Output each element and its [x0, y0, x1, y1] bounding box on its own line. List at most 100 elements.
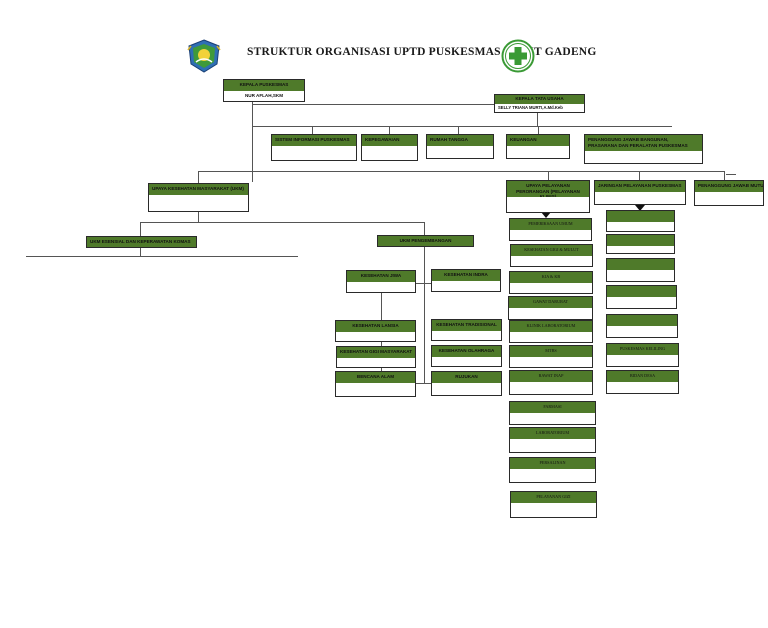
ukp-unit-box: MTBS: [509, 345, 593, 368]
regional-emblem-icon: [187, 39, 221, 73]
ukp-unit-label: MTBS: [510, 346, 592, 357]
jaringan-unit-label: [607, 211, 674, 222]
ukp-unit-label: GAWAT DARURAT: [509, 297, 592, 308]
kepala-puskesmas-box: KEPALA PUSKESMAS NUR AFLAH,SKM: [223, 79, 305, 102]
connector-line: [424, 247, 425, 383]
jaringan-unit-box: [606, 234, 675, 254]
connector-line: [140, 248, 141, 256]
connector-line: [252, 104, 497, 105]
ukp-unit-label: PELAYANAN GIZI: [511, 492, 596, 503]
jaringan-unit-box: [606, 258, 675, 282]
connector-line: [458, 126, 459, 134]
connector-line: [724, 171, 725, 180]
ukp-unit-label: LABORATORIUM: [510, 428, 595, 439]
tu-unit-box: KEUANGAN: [506, 134, 570, 159]
ukp-unit-box: PELAYANAN GIZI: [510, 491, 597, 518]
pengembangan-unit-box: KESEHATAN JIWA: [346, 270, 416, 293]
pengembangan-unit-box: KESEHATAN OLAHRAGA: [431, 345, 502, 367]
ukp-unit-box: GAWAT DARURAT: [508, 296, 593, 320]
connector-line: [198, 171, 199, 183]
pengembangan-unit-label: KESEHATAN GIGI MASYARAKAT: [337, 347, 415, 358]
connector-line: [726, 174, 736, 175]
page-title: STRUKTUR ORGANISASI UPTD PUSKESMAS BUKIT…: [247, 46, 597, 58]
ukp-unit-box: KIA & KB: [509, 271, 593, 294]
ukm-box: UPAYA KESEHATAN MASYARAKAT (UKM): [148, 183, 249, 212]
mutu-box: PENANGGUNG JAWAB MUTU: [694, 180, 764, 206]
ukm-label: UPAYA KESEHATAN MASYARAKAT (UKM): [149, 184, 248, 195]
tu-unit-box: KEPEGAWAIAN: [361, 134, 418, 161]
jaringan-label: JARINGAN PELAYANAN PUSKESMAS: [595, 181, 685, 192]
ukp-unit-box: FARMASI: [509, 401, 596, 425]
ukm-pengembangan-label: UKM PENGEMBANGAN: [378, 236, 473, 246]
pengembangan-unit-box: KESEHATAN GIGI MASYARAKAT: [336, 346, 416, 368]
ukp-unit-box: PEMERIKSAAN UMUM: [509, 218, 592, 241]
tata-usaha-box: KEPALA TATA USAHA SELLY TRIANA MURTI,A.M…: [494, 94, 585, 113]
arrow-down-icon: [541, 212, 551, 218]
pengembangan-unit-box: KESEHATAN INDRA: [431, 269, 501, 292]
ukp-unit-box: KLINIK LABORATORIUM: [509, 320, 593, 343]
connector-line: [252, 126, 672, 127]
tu-unit-box: RUMAH TANGGA: [426, 134, 494, 159]
ukp-unit-label: KESEHATAN GIGI & MULUT: [511, 245, 592, 256]
ukm-pengembangan-box: UKM PENGEMBANGAN: [377, 235, 474, 247]
tu-unit-box: PENANGGUNG JAWAB BANGUNAN, PRASARANA DAN…: [584, 134, 703, 164]
connector-line: [537, 112, 538, 127]
puskesmas-logo-icon: [501, 39, 535, 73]
tu-unit-label: RUMAH TANGGA: [427, 135, 493, 146]
tata-usaha-label: KEPALA TATA USAHA: [495, 95, 584, 104]
jaringan-unit-label: [607, 235, 674, 246]
jaringan-unit-box: [606, 285, 677, 309]
connector-line: [548, 171, 549, 180]
connector-line: [639, 171, 640, 180]
pengembangan-unit-label: KESEHATAN TRADISIONAL: [432, 320, 501, 331]
connector-line: [252, 102, 253, 182]
ukp-unit-label: PERSALINAN: [510, 458, 595, 469]
connector-line: [389, 126, 390, 134]
tu-unit-label: SISTEM INFORMASI PUSKESMAS: [272, 135, 356, 146]
ukp-unit-box: LABORATORIUM: [509, 427, 596, 453]
tata-usaha-name: SELLY TRIANA MURTI,A.Md.Keb: [498, 105, 563, 110]
ukp-unit-label: PEMERIKSAAN UMUM: [510, 219, 591, 230]
jaringan-unit-label: PUSKESMAS KELILING: [607, 344, 678, 355]
connector-line: [198, 212, 199, 222]
connector-line: [538, 126, 539, 134]
pengembangan-unit-label: BENCANA ALAM: [336, 372, 415, 383]
connector-line: [140, 222, 424, 223]
ukp-unit-label: RAWAT INAP: [510, 371, 592, 382]
jaringan-unit-label: [607, 286, 676, 297]
kepala-puskesmas-name: NUR AFLAH,SKM: [244, 93, 284, 98]
pengembangan-unit-label: KESEHATAN OLAHRAGA: [432, 346, 501, 357]
ukp-unit-label: KLINIK LABORATORIUM: [510, 321, 592, 332]
ukp-unit-box: PERSALINAN: [509, 457, 596, 483]
jaringan-unit-box: [606, 314, 678, 338]
jaringan-unit-box: BIDAN DESA: [606, 370, 679, 394]
pengembangan-unit-box: KESEHATAN TRADISIONAL: [431, 319, 502, 341]
ukp-unit-box: RAWAT INAP: [509, 370, 593, 395]
pengembangan-unit-box: RUJUKAN: [431, 371, 502, 396]
jaringan-unit-label: [607, 259, 674, 270]
pengembangan-unit-label: KESEHATAN JIWA: [347, 271, 415, 282]
connector-line: [312, 126, 313, 134]
pengembangan-unit-box: KESEHATAN LANSIA: [335, 320, 416, 342]
jaringan-box: JARINGAN PELAYANAN PUSKESMAS: [594, 180, 686, 205]
ukp-label: UPAYA PELAYANAN PERORANGAN (PELAYANAN KL…: [507, 181, 589, 197]
jaringan-unit-label: BIDAN DESA: [607, 371, 678, 382]
ukp-box: UPAYA PELAYANAN PERORANGAN (PELAYANAN KL…: [506, 180, 590, 213]
jaringan-unit-box: [606, 210, 675, 232]
pengembangan-unit-label: KESEHATAN LANSIA: [336, 321, 415, 332]
tu-unit-label: KEPEGAWAIAN: [362, 135, 417, 146]
connector-line: [424, 222, 425, 236]
tu-unit-label: PENANGGUNG JAWAB BANGUNAN, PRASARANA DAN…: [585, 135, 702, 151]
ukp-unit-label: KIA & KB: [510, 272, 592, 283]
connector-line: [26, 256, 298, 257]
ukm-esensial-box: UKM ESENSIAL DAN KEPERAWATAN KOMAS: [86, 236, 197, 248]
jaringan-unit-label: [607, 315, 677, 326]
connector-line: [198, 171, 724, 172]
jaringan-unit-box: PUSKESMAS KELILING: [606, 343, 679, 367]
kepala-puskesmas-label: KEPALA PUSKESMAS: [224, 80, 304, 91]
ukp-unit-label: FARMASI: [510, 402, 595, 413]
pengembangan-unit-label: KESEHATAN INDRA: [432, 270, 500, 281]
mutu-label: PENANGGUNG JAWAB MUTU: [695, 181, 763, 192]
ukp-unit-box: KESEHATAN GIGI & MULUT: [510, 244, 593, 267]
ukm-esensial-label: UKM ESENSIAL DAN KEPERAWATAN KOMAS: [87, 237, 196, 247]
